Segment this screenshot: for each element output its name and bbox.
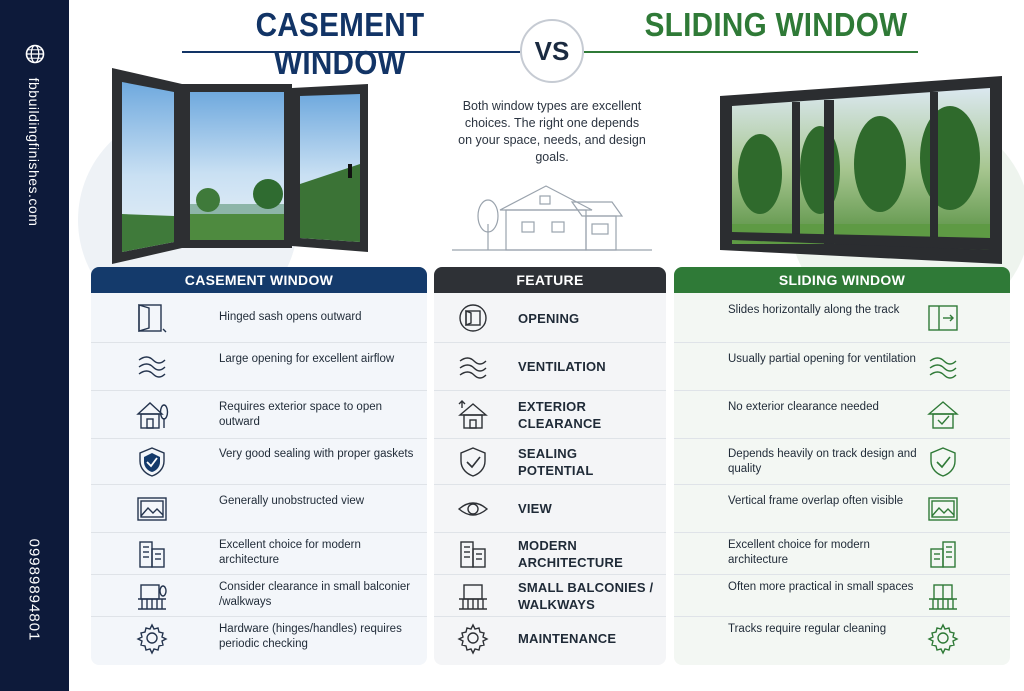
feature-exterior-clearance: EXTERIOR CLEARANCE (518, 399, 602, 431)
table-row: Consider clearance in small balconier /w… (91, 575, 427, 617)
casement-window-image (112, 68, 368, 264)
sliding-column: SLIDING WINDOW Slides horizontally along… (674, 267, 1010, 665)
balcony-icon (926, 579, 960, 613)
sliding-architecture-text: Excellent choice for modern architecture (728, 539, 870, 566)
feature-small-balconies: SMALL BALCONIES / WALKWAYS (518, 580, 654, 612)
sliding-maintenance-text: Tracks require regular cleaning (728, 623, 887, 635)
window-open-icon (135, 301, 169, 335)
intro-text: Both window types are excellent choices.… (458, 99, 646, 164)
casement-sealing-text: Very good sealing with proper gaskets (219, 448, 414, 460)
table-row: Slides horizontally along the track (674, 293, 1010, 343)
feature-opening: OPENING (518, 311, 580, 326)
table-row: Very good sealing with proper gaskets (91, 439, 427, 485)
casement-column: CASEMENT WINDOW Hinged sash opens outwar… (91, 267, 427, 665)
house-arrow-icon (456, 398, 490, 432)
shield-check-icon (456, 445, 490, 479)
casement-column-header: CASEMENT WINDOW (91, 267, 427, 293)
feature-modern-architecture: MODERN ARCHITECTURE (518, 538, 623, 570)
table-row: SEALING POTENTIAL (434, 439, 666, 485)
sliding-balconies-text: Often more practical in small spaces (728, 581, 914, 593)
sliding-window-image (720, 76, 1002, 264)
casement-ventilation-text: Large opening for excellent airflow (219, 353, 395, 365)
wind-icon (926, 350, 960, 384)
sliding-ventilation-text: Usually partial opening for ventilation (728, 353, 916, 365)
globe-icon (25, 44, 45, 64)
table-row: Depends heavily on track design and qual… (674, 439, 1010, 485)
balcony-icon (456, 579, 490, 613)
sliding-view-text: Vertical frame overlap often visible (728, 495, 904, 507)
shield-check-icon (135, 445, 169, 479)
table-row: VIEW (434, 485, 666, 533)
feature-column: FEATURE OPENING VENTILATION EXTERIOR CLE… (434, 267, 666, 665)
wind-icon (456, 350, 490, 384)
feature-maintenance: MAINTENANCE (518, 631, 617, 646)
table-row: SMALL BALCONIES / WALKWAYS (434, 575, 666, 617)
sliding-clearance-text: No exterior clearance needed (728, 401, 879, 413)
sliding-column-header: SLIDING WINDOW (674, 267, 1010, 293)
feature-sealing-potential: SEALING POTENTIAL (518, 446, 594, 478)
website-text: fbbuildingfinishes.com (26, 77, 42, 227)
house-check-icon (926, 398, 960, 432)
table-row: Usually partial opening for ventilation (674, 343, 1010, 391)
building-icon (456, 537, 490, 571)
table-row: Tracks require regular cleaning (674, 617, 1010, 665)
building-icon (135, 537, 169, 571)
table-row: No exterior clearance needed (674, 391, 1010, 439)
building-icon (926, 537, 960, 571)
feature-view: VIEW (518, 501, 553, 516)
balcony-icon (135, 579, 169, 613)
window-opening-icon (456, 301, 490, 335)
casement-balconies-text: Consider clearance in small balconier /w… (219, 581, 411, 608)
house-icon (135, 398, 169, 432)
table-row: MODERN ARCHITECTURE (434, 533, 666, 575)
table-row: Excellent choice for modern architecture (91, 533, 427, 575)
table-row: OPENING (434, 293, 666, 343)
shield-check-icon (926, 445, 960, 479)
table-row: Excellent choice for modern architecture (674, 533, 1010, 575)
phone-number: 09989894801 (25, 538, 43, 642)
gear-icon (456, 621, 490, 655)
title-underline-left (182, 51, 520, 53)
table-row: Often more practical in small spaces (674, 575, 1010, 617)
casement-architecture-text: Excellent choice for modern architecture (219, 539, 361, 566)
table-row: Generally unobstructed view (91, 485, 427, 533)
casement-opening-text: Hinged sash opens outward (219, 311, 362, 323)
casement-maintenance-text: Hardware (hinges/handles) requires perio… (219, 623, 402, 650)
casement-view-text: Generally unobstructed view (219, 495, 365, 507)
casement-clearance-text: Requires exterior space to open outward (219, 401, 383, 428)
gear-icon (926, 621, 960, 655)
sidebar: fbbuildingfinishes.com 09989894801 (0, 0, 69, 691)
title-underline-right (584, 51, 918, 53)
vs-badge: VS (520, 19, 584, 83)
table-row: Hinged sash opens outward (91, 293, 427, 343)
feature-column-header: FEATURE (434, 267, 666, 293)
sliding-window-icon (926, 301, 960, 335)
house-sketch-icon (452, 185, 652, 251)
sliding-title: SLIDING WINDOW (644, 6, 908, 43)
table-row: VENTILATION (434, 343, 666, 391)
sliding-sealing-text: Depends heavily on track design and qual… (728, 448, 917, 475)
table-row: Large opening for excellent airflow (91, 343, 427, 391)
table-row: MAINTENANCE (434, 617, 666, 665)
table-row: EXTERIOR CLEARANCE (434, 391, 666, 439)
table-row: Hardware (hinges/handles) requires perio… (91, 617, 427, 665)
casement-title: CASEMENT WINDOW (255, 6, 425, 81)
sliding-opening-text: Slides horizontally along the track (728, 304, 900, 316)
picture-frame-icon (926, 492, 960, 526)
picture-frame-icon (135, 492, 169, 526)
eye-icon (456, 492, 490, 526)
table-row: Vertical frame overlap often visible (674, 485, 1010, 533)
wind-icon (135, 350, 169, 384)
gear-icon (135, 621, 169, 655)
feature-ventilation: VENTILATION (518, 359, 606, 374)
table-row: Requires exterior space to open outward (91, 391, 427, 439)
